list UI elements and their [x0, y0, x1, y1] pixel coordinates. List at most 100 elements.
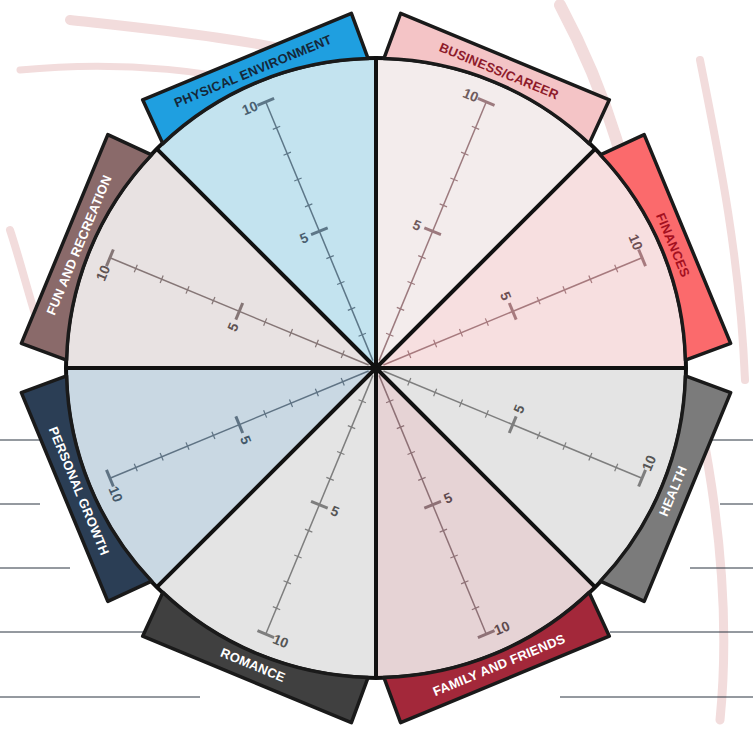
- minor-tick: [386, 400, 393, 403]
- scale-number: 5: [237, 434, 255, 447]
- minor-tick: [284, 152, 291, 155]
- minor-tick: [134, 464, 137, 471]
- divider-line: [374, 58, 378, 368]
- category-label: PHYSICAL ENVIRONMENT: [172, 31, 334, 110]
- minor-tick: [273, 607, 280, 610]
- category-tab: FAMILY AND FRIENDS: [364, 579, 635, 736]
- tab-shape: [600, 374, 731, 601]
- minor-tick: [160, 276, 163, 283]
- major-tick: [509, 303, 516, 320]
- writing-line: [690, 568, 753, 569]
- tab-shape: [21, 374, 152, 601]
- minor-tick: [459, 400, 462, 407]
- minor-tick: [337, 451, 344, 454]
- minor-tick: [305, 529, 312, 532]
- category-tab: FUN AND RECREATION: [0, 109, 165, 380]
- minor-tick: [160, 453, 163, 460]
- minor-tick: [615, 265, 618, 272]
- minor-tick: [615, 464, 618, 471]
- category-label: PERSONAL GROWTH: [45, 425, 112, 558]
- minor-tick: [284, 581, 291, 584]
- minor-tick: [212, 432, 215, 439]
- category-label: FAMILY AND FRIENDS: [431, 631, 568, 699]
- minor-tick: [305, 204, 312, 207]
- tab-shape: [382, 13, 609, 144]
- minor-tick: [315, 389, 318, 396]
- minor-tick: [341, 351, 344, 358]
- category-tab: BUSINESS/CAREER: [364, 0, 635, 157]
- minor-tick: [563, 286, 566, 293]
- minor-tick: [212, 297, 215, 304]
- minor-tick: [359, 400, 366, 403]
- tab-shape: [600, 134, 731, 361]
- minor-tick: [326, 256, 333, 259]
- minor-tick: [289, 400, 292, 407]
- scale-number: 5: [497, 289, 515, 302]
- divider-line: [66, 366, 376, 370]
- minor-tick: [134, 265, 137, 272]
- minor-tick: [434, 340, 437, 347]
- divider-line: [376, 149, 595, 368]
- major-tick: [257, 98, 274, 105]
- major-tick: [236, 416, 243, 433]
- scale-axis: [383, 371, 642, 478]
- writing-line: [0, 632, 150, 633]
- brush-stroke: [700, 420, 724, 720]
- writing-line: [0, 568, 70, 569]
- minor-tick: [397, 307, 404, 310]
- scale-number: 5: [224, 320, 242, 333]
- divider-line: [157, 368, 376, 587]
- major-tick: [424, 501, 441, 508]
- category-tab: PHYSICAL ENVIRONMENT: [117, 0, 388, 157]
- minor-tick: [348, 307, 355, 310]
- category-tab: HEALTH: [587, 356, 753, 627]
- major-tick: [639, 249, 646, 266]
- wheel-rim: [66, 58, 686, 678]
- writing-line: [610, 632, 753, 633]
- scale-axis: [379, 102, 486, 361]
- scale-number: 5: [410, 216, 423, 234]
- minor-tick: [397, 426, 404, 429]
- minor-tick: [341, 378, 344, 385]
- divider-line: [374, 368, 378, 678]
- scale-number: 10: [460, 85, 481, 106]
- minor-tick: [315, 340, 318, 347]
- scale-axis: [110, 371, 369, 478]
- minor-tick: [589, 276, 592, 283]
- major-tick: [509, 416, 516, 433]
- minor-tick: [418, 477, 425, 480]
- minor-tick: [264, 410, 267, 417]
- minor-tick: [418, 256, 425, 259]
- scale-number: 10: [106, 484, 127, 505]
- minor-tick: [408, 451, 415, 454]
- minor-tick: [472, 126, 479, 129]
- major-tick: [478, 631, 495, 638]
- divider-line: [376, 366, 686, 370]
- minor-tick: [461, 152, 468, 155]
- writing-line: [720, 504, 753, 505]
- minor-tick: [359, 333, 366, 336]
- divider-line: [376, 368, 595, 587]
- minor-tick: [408, 378, 411, 385]
- brush-strokes: [10, 5, 745, 720]
- minor-tick: [408, 351, 411, 358]
- minor-tick: [408, 281, 415, 284]
- minor-tick: [563, 442, 566, 449]
- scale-number: 10: [271, 630, 292, 651]
- minor-tick: [461, 581, 468, 584]
- minor-tick: [450, 555, 457, 558]
- minor-tick: [440, 529, 447, 532]
- minor-tick: [589, 453, 592, 460]
- scale-number: 10: [638, 452, 659, 473]
- minor-tick: [537, 297, 540, 304]
- wheel: [66, 58, 686, 678]
- scale-axis: [379, 375, 486, 634]
- major-tick: [311, 228, 328, 235]
- scale-number: 10: [240, 98, 261, 119]
- divider-line: [157, 149, 376, 368]
- minor-tick: [186, 442, 189, 449]
- minor-tick: [485, 318, 488, 325]
- tab-shape: [142, 592, 369, 723]
- minor-tick: [264, 318, 267, 325]
